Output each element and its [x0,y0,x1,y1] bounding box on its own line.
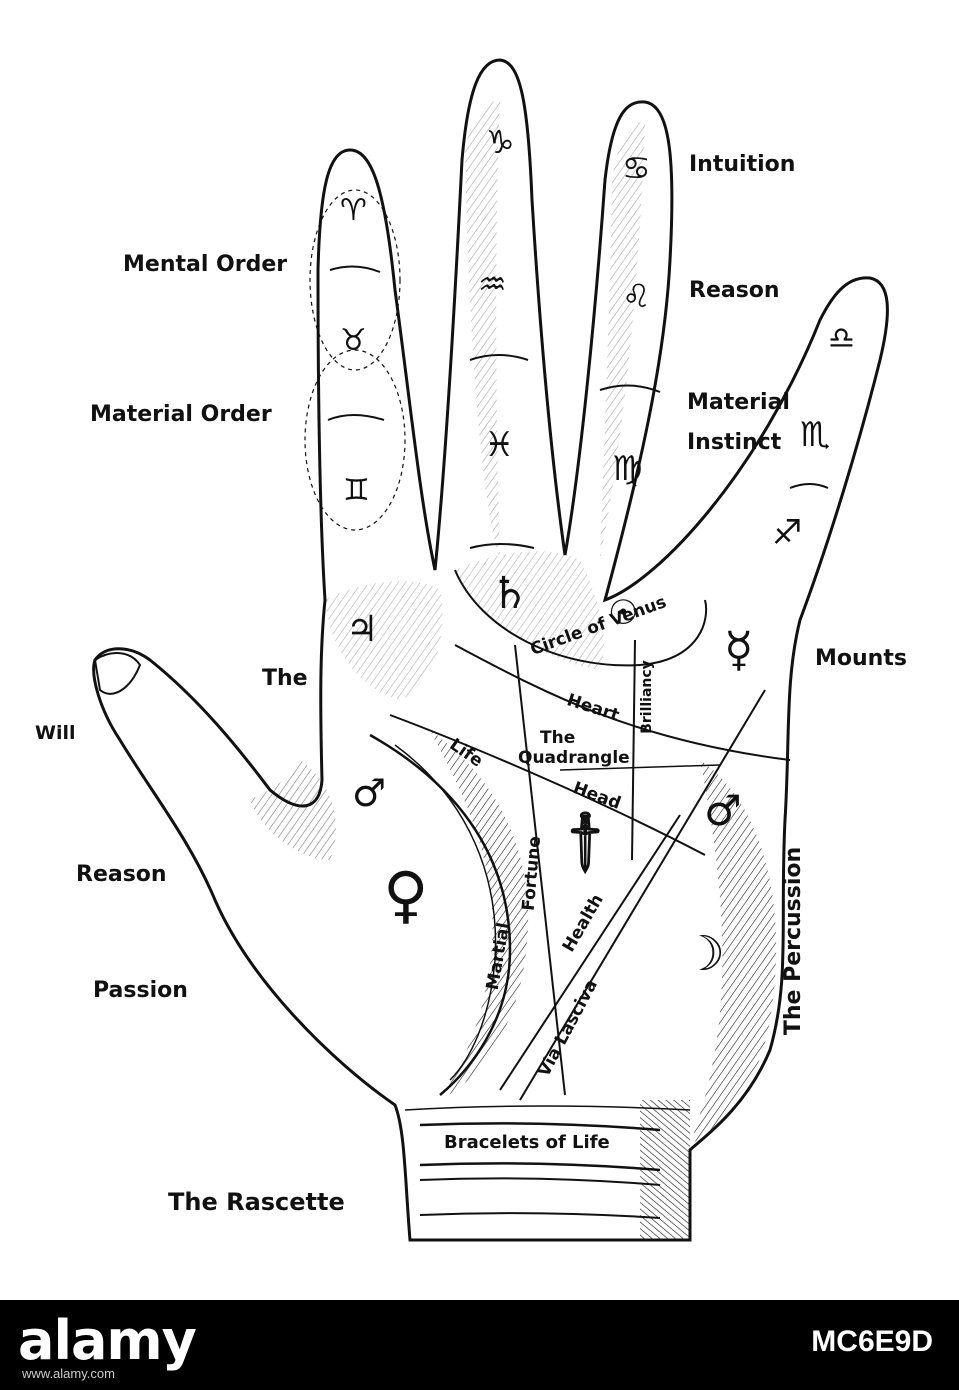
saturn-icon: ♄ [490,568,530,619]
hand-outline [92,58,889,1242]
label-quadrangle: Quadrangle [518,748,630,768]
moon-icon: ☽ [682,926,726,982]
label-brilliancy: Brilliancy [638,660,655,734]
label-the: The [262,666,308,691]
libra-icon: ♎ [828,321,855,356]
label-material-order: Material Order [90,402,272,427]
jupiter-icon: ♃ [346,609,379,650]
image-id: MC6E9D [811,1325,933,1358]
virgo-icon: ♍ [612,449,643,489]
label-intuition: Intuition [689,152,796,177]
label-reason-thumb: Reason [76,862,167,887]
label-instinct: Instinct [687,430,782,455]
hand-drawing [92,58,889,1242]
scorpio-icon: ♏ [800,415,831,455]
aquarius-icon: ♒ [478,265,507,303]
label-the-quad: The [540,728,576,748]
aries-icon: ♈ [340,193,367,228]
label-mental-order: Mental Order [123,252,288,277]
mercury-icon: ☿ [724,622,754,678]
cancer-icon: ♋ [622,149,651,187]
gemini-icon: ♊ [343,473,370,508]
pisces-icon: ♓ [484,425,515,465]
footer-url: www.alamy.com [22,1366,115,1381]
sagittarius-icon: ♐ [772,513,803,553]
mars-palm-icon: ♂ [704,786,742,835]
capricorn-icon: ♑ [486,123,515,161]
label-mounts: Mounts [815,646,907,671]
label-material: Material [687,390,790,415]
mars-thumb-icon: ♂ [352,771,387,815]
palmistry-diagram: Mental Order Material Order The Will Rea… [35,58,907,1242]
footer-band: alamy www.alamy.com MC6E9D [0,1300,959,1390]
alamy-logo: alamy [18,1309,197,1372]
label-reason-finger: Reason [689,278,780,303]
sun-icon: ☉ [608,593,639,633]
venus-icon: ♀ [383,858,429,931]
label-passion: Passion [93,978,188,1003]
label-bracelets-of-life: Bracelets of Life [444,1132,610,1153]
taurus-icon: ♉ [340,323,367,358]
leo-icon: ♌ [622,277,651,315]
label-percussion: The Percussion [781,846,807,1036]
label-rascette: The Rascette [168,1188,345,1216]
label-will: Will [35,722,76,744]
